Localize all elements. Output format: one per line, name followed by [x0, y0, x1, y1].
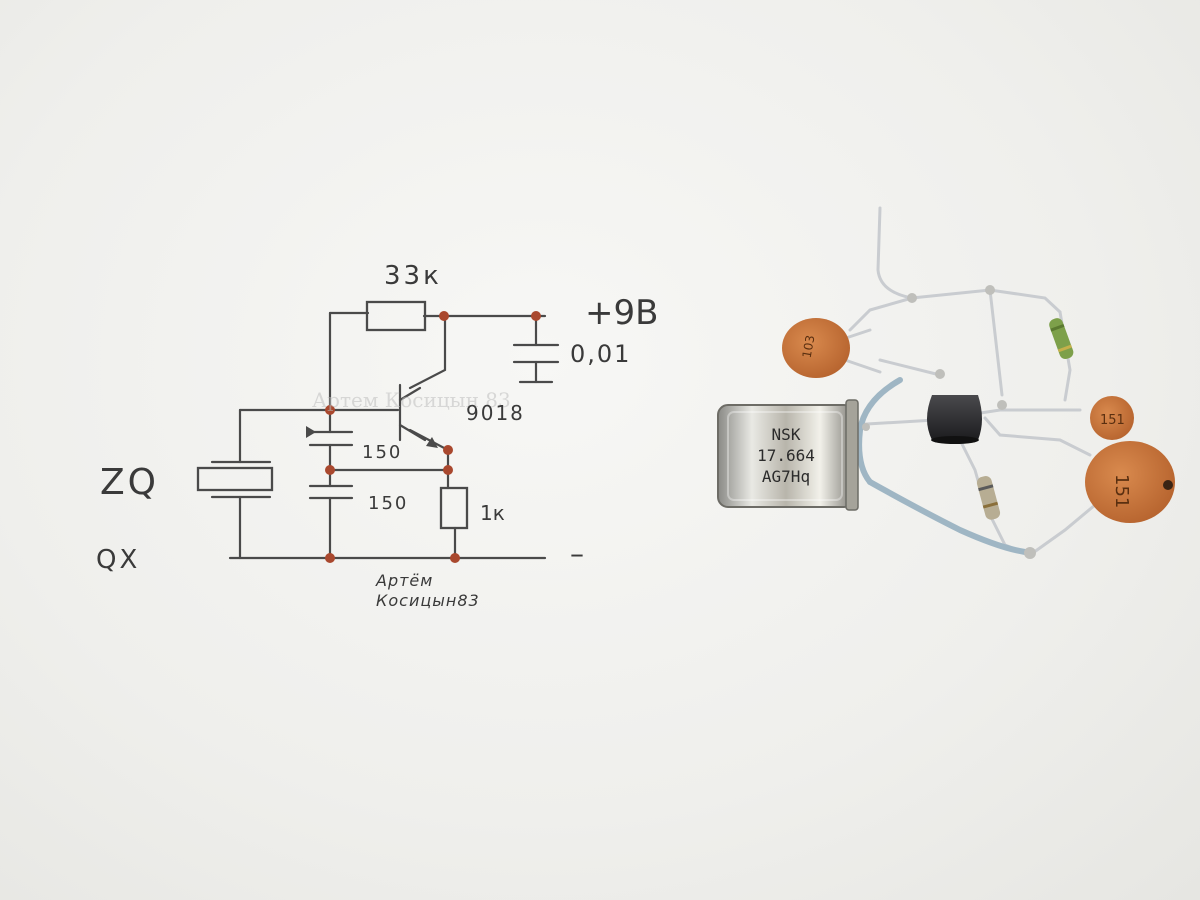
ceramic-capacitor-151-large: 151	[1085, 441, 1175, 523]
transistor-component	[927, 395, 982, 444]
crystal-marking-line-1: NSK	[772, 425, 801, 444]
label-cap-001: 0,01	[570, 340, 631, 368]
assembled-circuit: 103 151 151 NSK 17.664 AG7Hq	[717, 206, 1175, 559]
junction-dot	[325, 405, 335, 415]
quartz-crystal-component: NSK 17.664 AG7Hq	[717, 399, 859, 511]
label-cap-150-lower: 150	[368, 493, 408, 514]
junction-dot	[325, 553, 335, 563]
resistor-33k-symbol	[365, 300, 427, 332]
junction-dot	[443, 445, 453, 455]
signature-line-1: Артём	[375, 571, 433, 590]
bare-wires	[848, 206, 1097, 557]
crystal-marking-line-3: AG7Hq	[762, 467, 810, 486]
crystal-symbol	[196, 460, 274, 499]
crystal-marking-line-2: 17.664	[757, 446, 815, 465]
label-ground-minus: –	[570, 537, 584, 570]
junction-dot	[450, 553, 460, 563]
cap-151-large-marking: 151	[1111, 474, 1132, 508]
solder-joints	[862, 285, 1036, 559]
insulated-wire	[867, 479, 1028, 555]
junction-dot	[439, 311, 449, 321]
resistor-1k-symbol	[439, 486, 469, 530]
cap-151-small-marking: 151	[1100, 413, 1125, 428]
capacitor-150-lower-symbol	[308, 484, 354, 500]
ceramic-capacitor-103: 103	[782, 318, 882, 378]
insulated-wire	[856, 377, 903, 485]
junction-dot	[443, 465, 453, 475]
ceramic-capacitor-151-small: 151	[1090, 396, 1134, 440]
label-crystal-zq: ZQ	[100, 462, 159, 503]
label-transistor-9018: 9018	[466, 401, 525, 425]
transistor-symbol	[398, 383, 438, 448]
cap-103-marking: 103	[800, 334, 818, 359]
signature-line-2: Косицын83	[376, 591, 480, 610]
schematic-diagram: Артем Косицын 83 33к +9В 0,01 9018 150 1…	[96, 261, 658, 610]
label-crystal-qx: QX	[96, 545, 140, 575]
label-supply-9v: +9В	[585, 293, 658, 333]
junction-dot	[531, 311, 541, 321]
beige-resistor	[976, 476, 1001, 520]
capacitor-150-upper-symbol	[306, 426, 354, 447]
capacitor-001-symbol	[512, 343, 560, 384]
junction-dot	[325, 465, 335, 475]
label-resistor-33k: 33к	[384, 261, 442, 291]
watermark-text: Артем Косицын 83	[312, 388, 511, 412]
green-resistor	[1049, 318, 1074, 360]
junction-dots	[325, 311, 541, 563]
label-resistor-1k: 1к	[480, 501, 505, 525]
label-cap-150-upper: 150	[362, 442, 402, 463]
